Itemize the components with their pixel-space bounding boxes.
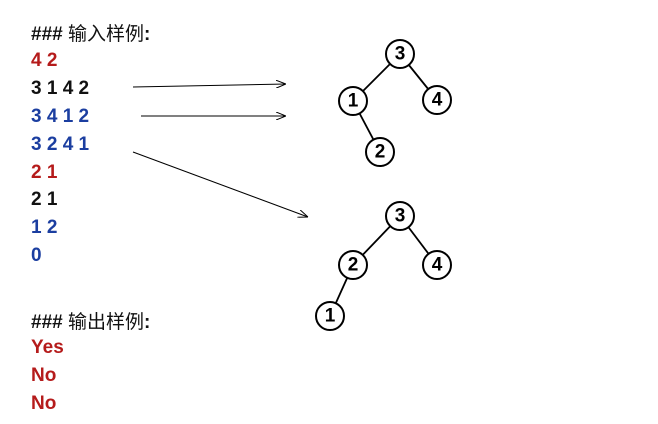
- input-line-1: 4 2: [31, 50, 58, 71]
- arrow-line2-to-tree1: [132, 84, 286, 87]
- output-line-2: No: [31, 365, 57, 386]
- tree1-node-left: 1: [338, 86, 368, 116]
- input-line-7: 1 2: [31, 217, 58, 238]
- input-line-2: 3 1 4 2: [31, 78, 90, 99]
- tree2-node-root: 3: [385, 201, 415, 231]
- heading-hashes: ###: [31, 24, 63, 45]
- svg-text:2: 2: [375, 142, 386, 163]
- input-sample-heading: ### 输入样例:: [31, 21, 150, 48]
- heading-title: 输出样例: [67, 311, 144, 333]
- tree-1: 3 1 4 2: [338, 39, 452, 167]
- tree2-node-left-left: 1: [315, 301, 345, 331]
- svg-text:4: 4: [432, 255, 443, 276]
- output-line-3: No: [31, 393, 57, 414]
- svg-text:3: 3: [395, 206, 406, 227]
- tree1-node-root: 3: [385, 39, 415, 69]
- svg-text:1: 1: [348, 91, 359, 112]
- heading-hashes: ###: [31, 312, 63, 333]
- svg-text:2: 2: [348, 255, 359, 276]
- input-line-6: 2 1: [31, 189, 58, 210]
- heading-title: 输入样例: [67, 23, 144, 45]
- input-line-5: 2 1: [31, 162, 58, 183]
- tree2-node-left: 2: [338, 250, 368, 280]
- svg-text:1: 1: [325, 306, 336, 327]
- output-sample-heading: ### 输出样例:: [31, 309, 150, 336]
- tree1-node-left-right: 2: [365, 137, 395, 167]
- output-line-1: Yes: [31, 337, 64, 358]
- heading-colon: :: [144, 24, 151, 45]
- arrow-line4-to-tree2: [132, 151, 308, 217]
- input-line-3: 3 4 1 2: [31, 106, 90, 127]
- tree2-node-right: 4: [422, 250, 452, 280]
- heading-colon: :: [144, 312, 151, 333]
- svg-text:3: 3: [395, 44, 406, 65]
- input-line-8: 0: [31, 245, 42, 266]
- input-line-4: 3 2 4 1: [31, 134, 90, 155]
- svg-text:4: 4: [432, 90, 443, 111]
- tree1-node-right: 4: [422, 85, 452, 115]
- tree-2: 3 2 4 1: [315, 201, 452, 331]
